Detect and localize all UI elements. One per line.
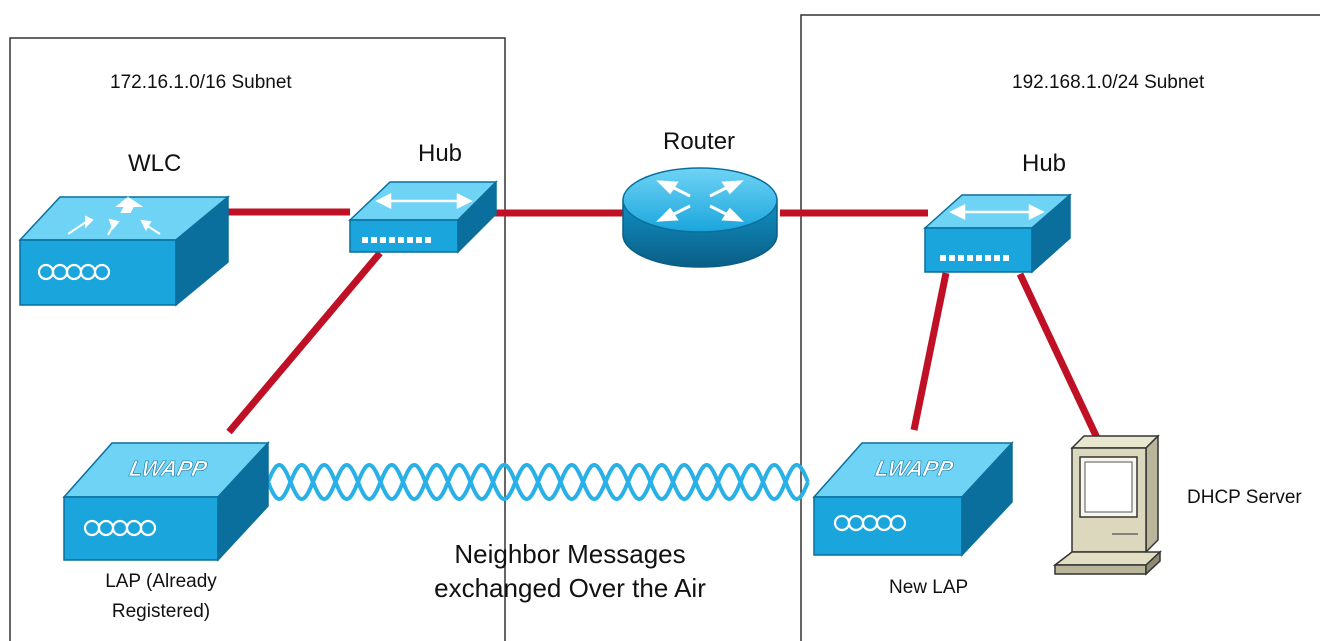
right-subnet-box bbox=[800, 14, 1320, 641]
over-air-caption-line2: exchanged Over the Air bbox=[434, 573, 706, 603]
wave-strand-b bbox=[266, 463, 810, 501]
lap-left-icon: LWAPP bbox=[62, 441, 270, 562]
router-label: Router bbox=[663, 128, 736, 155]
hub-right-icon bbox=[923, 193, 1073, 274]
wlc-icon bbox=[18, 195, 231, 307]
hub-right-label: Hub bbox=[1022, 150, 1067, 177]
hub-left-label: Hub bbox=[418, 140, 463, 167]
link-hub-dhcp bbox=[1016, 272, 1102, 442]
lap-right-badge: LWAPP bbox=[873, 456, 955, 481]
over-air-caption: Neighbor Messages exchanged Over the Air bbox=[420, 537, 720, 605]
router-icon bbox=[622, 167, 778, 268]
lap-right-icon: LWAPP bbox=[812, 441, 1014, 557]
lap-left-label-line1: LAP (Already bbox=[105, 571, 217, 592]
dhcp-server-label: DHCP Server bbox=[1187, 487, 1302, 508]
links bbox=[226, 208, 1102, 442]
lap-left-label: LAP (Already Registered) bbox=[96, 567, 226, 627]
left-subnet-box bbox=[9, 37, 506, 641]
wlc-label: WLC bbox=[128, 150, 182, 177]
right-subnet-label: 192.168.1.0/24 Subnet bbox=[1012, 72, 1205, 93]
link-hub-new-lap bbox=[910, 272, 950, 431]
hub-left-icon bbox=[348, 180, 498, 254]
lap-left-label-line2: Registered) bbox=[111, 601, 211, 622]
wireless-wave bbox=[266, 463, 810, 501]
lap-left-badge: LWAPP bbox=[127, 456, 209, 481]
dhcp-server-icon bbox=[1052, 434, 1162, 576]
left-subnet-label: 172.16.1.0/16 Subnet bbox=[110, 72, 292, 93]
link-hub-lap-left bbox=[226, 250, 383, 435]
over-air-caption-line1: Neighbor Messages bbox=[454, 539, 686, 569]
new-lap-label: New LAP bbox=[889, 577, 969, 598]
